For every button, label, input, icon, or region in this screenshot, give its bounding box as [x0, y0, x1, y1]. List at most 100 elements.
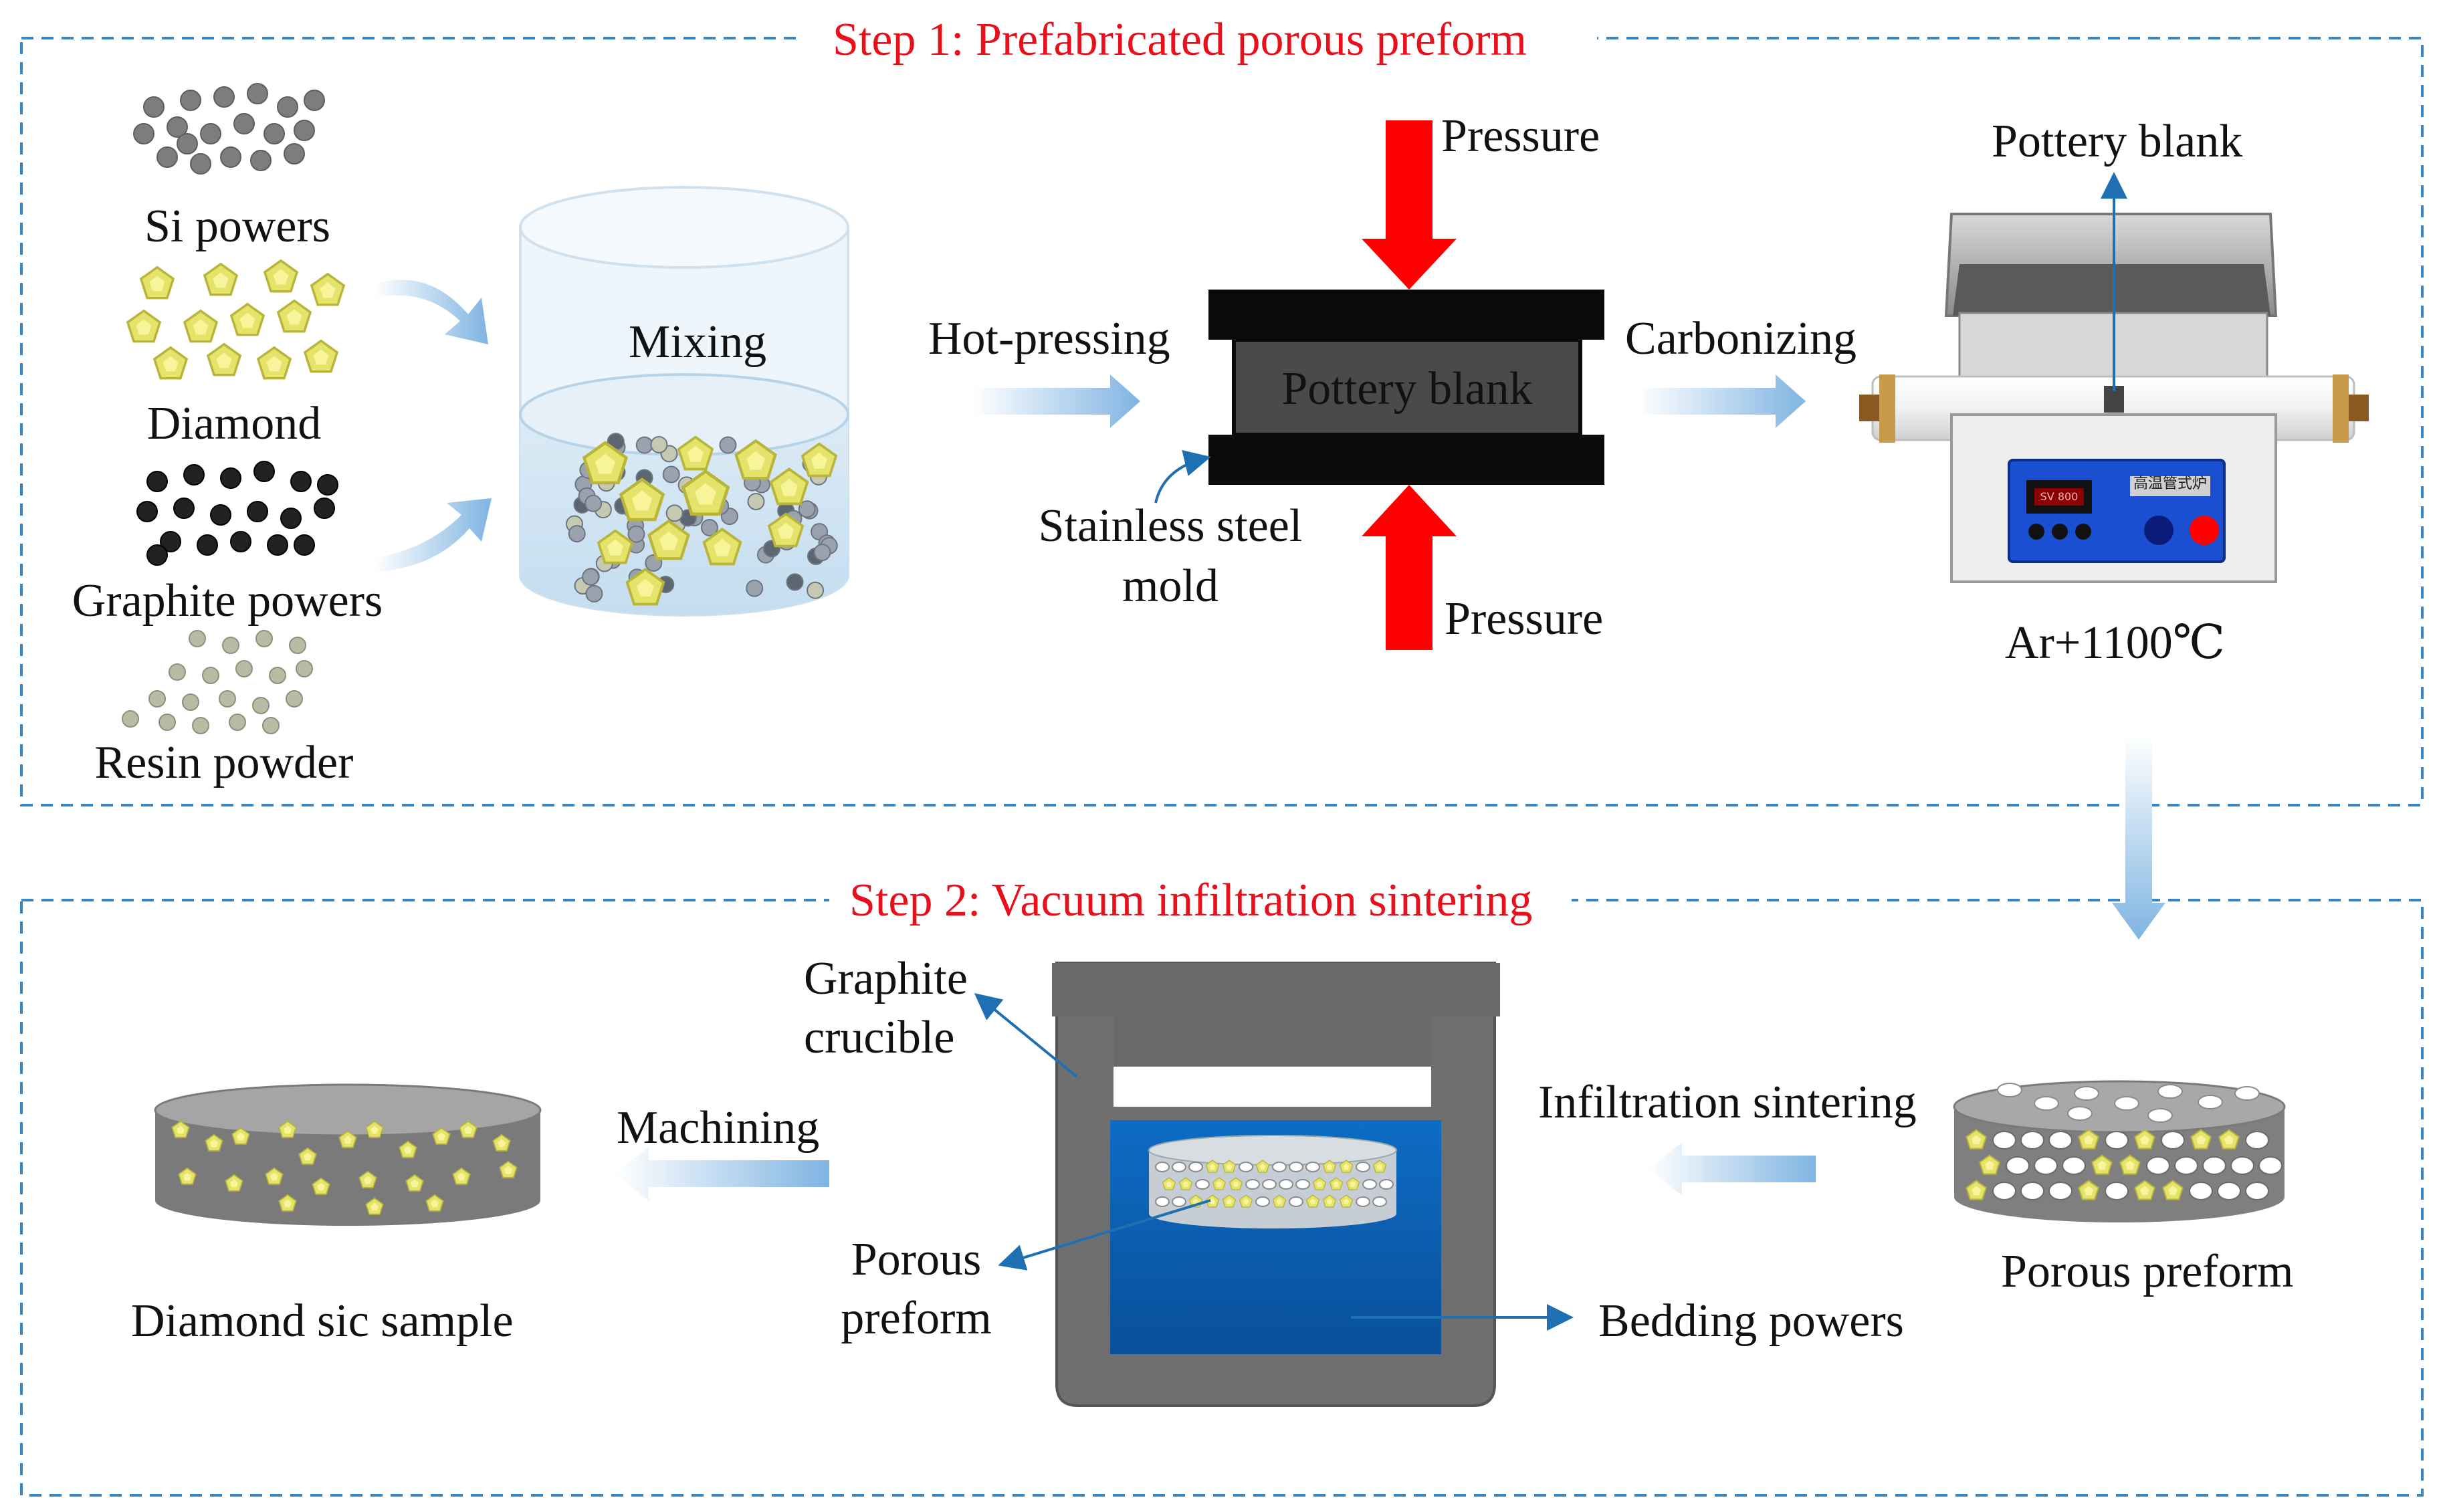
particle — [585, 584, 603, 603]
pore — [1295, 1179, 1310, 1190]
pottery-blank-press-label: Pottery blank — [1281, 363, 1533, 415]
diamond-particle — [263, 259, 298, 293]
diamond-powder-icon — [126, 259, 345, 380]
particle — [220, 146, 241, 168]
flow-arrow-down-icon — [2112, 736, 2165, 940]
particle — [665, 504, 683, 522]
resin-powder-icon — [122, 630, 313, 734]
particle — [189, 630, 206, 647]
particle — [177, 133, 198, 154]
particle — [202, 667, 219, 684]
crucible-pointer-icon — [974, 992, 1078, 1078]
pore — [2202, 1156, 2226, 1175]
pore — [1279, 1179, 1293, 1190]
particle — [662, 465, 680, 483]
particle — [286, 690, 303, 708]
graphite-powder-icon — [136, 461, 338, 566]
particle — [143, 96, 165, 118]
particle — [160, 531, 181, 552]
step2-title: Step 2: Vacuum infiltration sintering — [849, 875, 1533, 926]
particle — [253, 461, 275, 482]
pore — [2147, 1108, 2173, 1123]
pore — [2230, 1156, 2254, 1175]
particle — [222, 637, 239, 654]
pore — [1362, 1179, 1377, 1190]
pressure-top-label: Pressure — [1441, 110, 1600, 162]
flow-arrow-icon — [973, 374, 1140, 428]
diamond-particle — [277, 299, 312, 333]
diamond-particle — [310, 272, 345, 306]
particle — [173, 498, 195, 519]
particle — [262, 717, 280, 734]
particle — [133, 123, 154, 144]
pore — [2074, 1086, 2099, 1101]
particle — [635, 436, 653, 454]
pore — [1379, 1179, 1394, 1190]
pore — [1372, 1196, 1387, 1207]
pore — [2114, 1096, 2139, 1111]
pore — [1188, 1162, 1203, 1172]
resin-powder-label: Resin powder — [94, 737, 354, 788]
pore — [1262, 1179, 1277, 1190]
pore — [2062, 1156, 2086, 1175]
porous-preform-inner-label: Porous preform — [841, 1234, 992, 1344]
pore — [2189, 1182, 2213, 1200]
diamond-particle — [140, 265, 175, 300]
particle — [210, 504, 231, 526]
particle — [156, 146, 178, 168]
pore — [2105, 1182, 2129, 1200]
graphite-crucible-icon — [1052, 962, 1500, 1407]
furnace-pottery-blank-label: Pottery blank — [1992, 116, 2243, 167]
mold-label: Stainless steel mold — [1038, 500, 1303, 612]
pore — [2245, 1182, 2269, 1200]
pore — [2217, 1182, 2241, 1200]
particle — [200, 123, 221, 144]
particle — [235, 660, 253, 677]
pore — [2067, 1106, 2093, 1121]
particle — [269, 667, 286, 684]
particle — [582, 568, 600, 586]
pore — [1272, 1162, 1287, 1172]
hot-pressing-label: Hot-pressing — [928, 313, 1170, 364]
pore — [1289, 1196, 1303, 1207]
curved-arrow-icon — [375, 280, 488, 344]
furnace-display-text: SV 800 — [2040, 490, 2079, 503]
particle — [304, 90, 325, 111]
pore — [1195, 1179, 1210, 1190]
particle — [294, 534, 315, 556]
particle — [192, 717, 209, 734]
particle — [314, 498, 335, 519]
flow-arrow-left-icon — [1649, 1142, 1816, 1196]
graphite-crucible-label: Graphite crucible — [804, 953, 968, 1063]
pore — [2020, 1131, 2044, 1150]
porous-preform-icon — [1953, 1080, 2286, 1222]
pore — [2258, 1156, 2283, 1175]
pore — [2006, 1156, 2030, 1175]
diamond-particle — [153, 346, 188, 380]
particle — [220, 467, 241, 489]
particle — [250, 150, 272, 171]
particle — [746, 579, 764, 597]
particle — [719, 436, 737, 454]
pore — [2174, 1156, 2198, 1175]
particle — [289, 637, 306, 654]
particle — [568, 525, 586, 543]
particle — [650, 435, 668, 453]
step1-title: Step 1: Prefabricated porous preform — [833, 14, 1527, 66]
pore — [2161, 1131, 2185, 1150]
pressure-arrow-bottom-icon — [1362, 485, 1457, 650]
particle — [263, 123, 285, 144]
particle — [229, 714, 246, 731]
diamond-particle — [183, 309, 218, 343]
particle — [284, 143, 305, 165]
particle — [183, 464, 205, 485]
particle — [255, 630, 273, 647]
step2-title-gap — [829, 889, 1572, 911]
carbonizing-label: Carbonizing — [1625, 313, 1857, 364]
particle — [277, 96, 298, 118]
diamond-sic-sample-icon — [154, 1083, 542, 1226]
flow-arrow-left-icon — [615, 1147, 829, 1200]
particle — [158, 714, 176, 731]
particle — [247, 501, 268, 522]
